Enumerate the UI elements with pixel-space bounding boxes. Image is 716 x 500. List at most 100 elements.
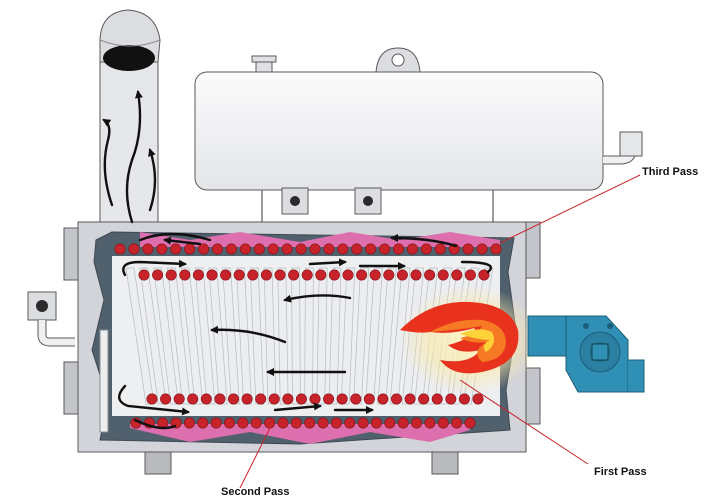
tube-end: [179, 269, 191, 281]
tube-end: [114, 243, 126, 255]
tube-end: [184, 243, 196, 255]
tube-end: [478, 269, 490, 281]
tube-end: [424, 417, 436, 429]
tube-end: [225, 243, 237, 255]
tube-end: [197, 417, 209, 429]
fire-tube: [316, 267, 328, 405]
tube-end: [224, 417, 236, 429]
fire-tube: [365, 267, 383, 405]
tube-end: [342, 269, 354, 281]
fire-tube: [180, 267, 204, 405]
tube-end: [165, 269, 177, 281]
fire-tube: [208, 267, 228, 405]
tube-end: [434, 243, 446, 255]
leader-lines: [239, 174, 641, 489]
tube-end: [393, 243, 405, 255]
tube-end: [295, 393, 307, 405]
fire-tube: [194, 267, 216, 405]
fire-tube: [236, 267, 252, 405]
tube-end: [233, 269, 245, 281]
tube-end: [356, 269, 368, 281]
tube-end: [274, 269, 286, 281]
tube-end: [304, 417, 316, 429]
tube-end: [268, 393, 280, 405]
tube-end: [476, 243, 488, 255]
tube-end: [379, 243, 391, 255]
tube-end: [211, 243, 223, 255]
tube-end: [198, 243, 210, 255]
tube-end: [210, 417, 222, 429]
fire-tube: [340, 267, 356, 405]
tube-end: [288, 269, 300, 281]
tube-end: [377, 393, 389, 405]
flange-valve-icon: [281, 187, 382, 215]
tube-end: [445, 393, 457, 405]
tube-end: [396, 269, 408, 281]
tube-end: [431, 393, 443, 405]
tube-end: [187, 393, 199, 405]
tube-end: [336, 393, 348, 405]
flow-arrows: [102, 90, 493, 430]
first-pass-label: First Pass: [594, 466, 647, 478]
tube-end: [350, 393, 362, 405]
tube-end: [128, 243, 140, 255]
tube-end: [420, 243, 432, 255]
tube-end: [138, 269, 150, 281]
tube-end: [410, 269, 422, 281]
fire-tube: [377, 267, 397, 405]
tube-end: [173, 393, 185, 405]
tube-end: [437, 417, 449, 429]
fire-tube: [304, 267, 314, 405]
tube-end: [328, 269, 340, 281]
tube-end: [247, 269, 259, 281]
tube-end: [357, 417, 369, 429]
tube-end: [200, 393, 212, 405]
tube-end: [309, 243, 321, 255]
tube-end: [406, 243, 418, 255]
tube-end: [277, 417, 289, 429]
flange-valve-icon: [27, 291, 75, 347]
tube-end: [282, 393, 294, 405]
tube-end: [214, 393, 226, 405]
tube-end: [390, 393, 402, 405]
tube-end: [281, 243, 293, 255]
tube-end: [301, 269, 313, 281]
tube-end: [170, 243, 182, 255]
tube-end: [253, 243, 265, 255]
tube-end: [451, 417, 463, 429]
tube-end: [315, 269, 327, 281]
tube-end: [351, 243, 363, 255]
tube-end: [142, 243, 154, 255]
fire-tube: [353, 267, 369, 405]
tube-end: [309, 393, 321, 405]
flame-icon: [400, 301, 519, 374]
second-pass-label: Second Pass: [221, 486, 290, 498]
return-pipe: [99, 329, 109, 433]
fire-tube: [222, 267, 240, 405]
tube-end: [383, 269, 395, 281]
tube-end: [397, 417, 409, 429]
steam-drum: [194, 47, 643, 225]
tube-end: [344, 417, 356, 429]
fire-tube: [249, 267, 265, 405]
tube-end: [370, 417, 382, 429]
third-pass-label: Third Pass: [642, 166, 699, 178]
tube-end: [464, 417, 476, 429]
tube-end: [295, 243, 307, 255]
tube-end: [250, 417, 262, 429]
tube-end: [152, 269, 164, 281]
tube-end: [160, 393, 172, 405]
tube-end: [183, 417, 195, 429]
tube-end: [458, 393, 470, 405]
fire-tube: [291, 267, 301, 405]
tube-end: [404, 393, 416, 405]
tube-end: [237, 417, 249, 429]
tube-end: [330, 417, 342, 429]
tube-end: [317, 417, 329, 429]
tube-end: [290, 417, 302, 429]
tube-end: [264, 417, 276, 429]
tube-end: [323, 243, 335, 255]
tube-end: [241, 393, 253, 405]
tube-end: [462, 243, 474, 255]
